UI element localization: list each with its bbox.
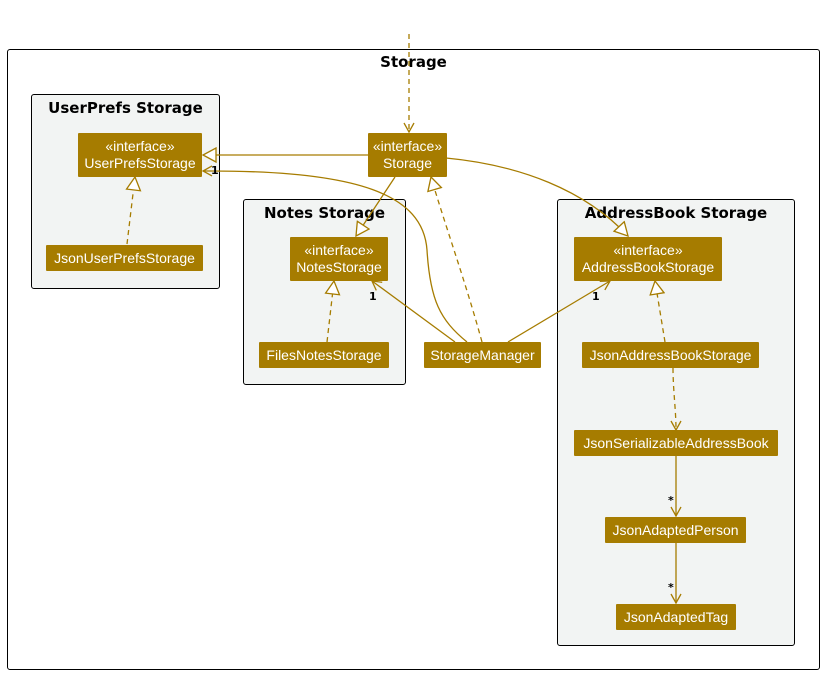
edge-storagemanager-to-addressbook bbox=[507, 280, 612, 343]
notes-storage-interface-node[interactable]: «interface» NotesStorage bbox=[290, 237, 388, 281]
storage-stereotype: «interface» bbox=[372, 138, 443, 154]
multiplicity-notes: 1 bbox=[369, 290, 377, 303]
json-adapted-tag-label: JsonAdaptedTag bbox=[623, 608, 729, 625]
json-adapted-tag-node[interactable]: JsonAdaptedTag bbox=[616, 604, 736, 630]
json-adapted-person-label: JsonAdaptedPerson bbox=[612, 521, 739, 538]
storage-package-title: Storage bbox=[380, 53, 447, 71]
files-notes-storage-label: FilesNotesStorage bbox=[266, 346, 382, 363]
multiplicity-person: * bbox=[668, 494, 674, 507]
json-serializable-addressbook-label: JsonSerializableAddressBook bbox=[583, 434, 769, 451]
notes-storage-stereotype: «interface» bbox=[304, 242, 374, 258]
edge-storagemanager-to-notes bbox=[370, 280, 456, 343]
userprefs-storage-interface-node[interactable]: «interface» UserPrefsStorage bbox=[78, 133, 202, 177]
notes-storage-package-title: Notes Storage bbox=[263, 204, 386, 222]
json-serializable-addressbook-node[interactable]: JsonSerializableAddressBook bbox=[574, 430, 778, 456]
addressbook-storage-stereotype: «interface» bbox=[613, 242, 683, 258]
userprefs-storage-package-title: UserPrefs Storage bbox=[48, 99, 203, 117]
json-addressbook-storage-node[interactable]: JsonAddressBookStorage bbox=[582, 342, 759, 368]
storage-interface-node[interactable]: «interface» Storage bbox=[368, 133, 447, 177]
multiplicity-addressbook: 1 bbox=[592, 290, 600, 303]
userprefs-storage-label: UserPrefsStorage bbox=[84, 155, 196, 171]
storage-manager-node[interactable]: StorageManager bbox=[424, 342, 541, 368]
edge-storagemanager-implements bbox=[431, 177, 483, 343]
json-addressbook-storage-label: JsonAddressBookStorage bbox=[589, 346, 752, 363]
multiplicity-tag: * bbox=[668, 581, 674, 594]
edge-storage-extends-addressbook bbox=[445, 157, 628, 236]
addressbook-storage-label: AddressBookStorage bbox=[581, 259, 715, 275]
edge-jsonaddressbook-depends bbox=[670, 367, 682, 432]
json-userprefs-storage-label: JsonUserPrefsStorage bbox=[54, 249, 195, 266]
edge-jsonuserprefs-implements bbox=[127, 177, 135, 245]
addressbook-storage-package-title: AddressBook Storage bbox=[584, 204, 768, 222]
edge-filesnotes-implements bbox=[327, 281, 334, 343]
edge-jsonaddressbook-implements bbox=[655, 281, 666, 343]
userprefs-storage-stereotype: «interface» bbox=[105, 138, 175, 154]
addressbook-storage-interface-node[interactable]: «interface» AddressBookStorage bbox=[574, 237, 722, 281]
edge-storagemanager-to-userprefs bbox=[201, 165, 468, 343]
json-userprefs-storage-node[interactable]: JsonUserPrefsStorage bbox=[46, 245, 203, 271]
storage-label: Storage bbox=[382, 155, 433, 171]
edge-storage-extends-notes bbox=[356, 176, 396, 236]
multiplicity-userprefs: 1 bbox=[211, 164, 219, 177]
storage-package-frame bbox=[7, 49, 820, 670]
storage-manager-label: StorageManager bbox=[430, 346, 535, 363]
files-notes-storage-node[interactable]: FilesNotesStorage bbox=[259, 342, 389, 368]
json-adapted-person-node[interactable]: JsonAdaptedPerson bbox=[605, 517, 746, 543]
notes-storage-label: NotesStorage bbox=[296, 259, 382, 275]
